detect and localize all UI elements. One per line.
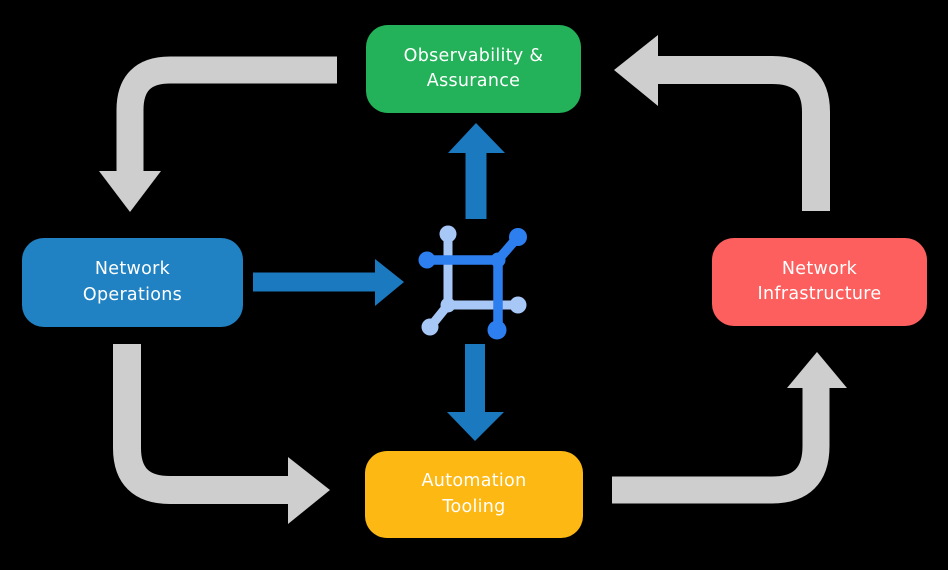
node-network-operations: Network Operations <box>22 238 243 327</box>
node-observability-assurance: Observability & Assurance <box>366 25 581 113</box>
icon-node-light <box>439 225 457 243</box>
arrow-tooling-to-infrastructure <box>612 352 847 504</box>
node-label-line: Observability & <box>403 45 544 66</box>
arrow-head-down-icon <box>447 412 504 441</box>
node-label-line: Automation <box>421 471 527 492</box>
icon-node-dark <box>487 320 507 340</box>
arrow-observability-to-operations <box>99 56 337 212</box>
arrow-shaft <box>658 56 830 211</box>
arrow-center-to-observability <box>448 123 505 219</box>
icon-junction-node <box>440 297 456 313</box>
network-automation-icon <box>418 225 527 340</box>
icon-light-edge <box>443 229 503 310</box>
arrow-shaft <box>113 344 288 504</box>
arrow-head-left-icon <box>614 35 658 106</box>
arrow-operations-to-tooling <box>113 344 330 524</box>
arrow-center-to-tooling <box>447 344 504 441</box>
node-label-line: Network <box>781 258 858 279</box>
arrow-shaft <box>116 56 337 172</box>
node-network-infrastructure: Network Infrastructure <box>712 238 927 326</box>
node-automation-tooling: Automation Tooling <box>365 451 583 538</box>
arrow-head-up-icon <box>787 352 847 388</box>
icon-node-light <box>421 318 439 336</box>
icon-node-dark <box>509 228 527 246</box>
icon-node-dark <box>418 251 436 269</box>
node-label-line: Network <box>94 259 171 280</box>
arrow-operations-to-center <box>253 259 404 306</box>
icon-junction-node <box>490 252 506 268</box>
arrow-head-down-icon <box>99 171 161 212</box>
arrow-head-right-icon <box>288 457 330 524</box>
node-label-line: Infrastructure <box>757 284 882 304</box>
node-label-line: Operations <box>82 284 183 305</box>
arrow-head-up-icon <box>448 123 505 153</box>
node-label-line: Assurance <box>426 71 521 91</box>
arrow-infrastructure-to-observability <box>614 35 830 211</box>
arrow-shaft <box>612 388 830 504</box>
icon-node-light <box>509 296 527 314</box>
node-label-line: Tooling <box>442 496 506 517</box>
arrow-head-right-icon <box>375 259 404 306</box>
